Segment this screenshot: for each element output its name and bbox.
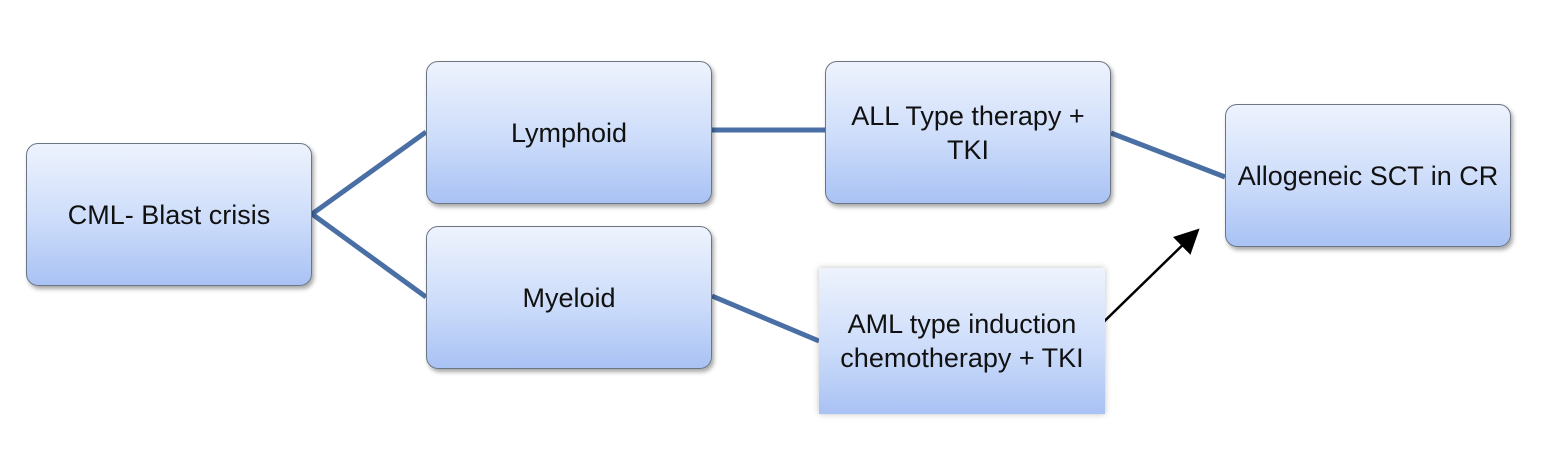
node-label: Allogeneic SCT in CR — [1237, 160, 1499, 191]
edge-cml-to-myeloid — [310, 211, 428, 300]
node-myeloid: Myeloid — [426, 226, 712, 369]
node-all-type-therapy: ALL Type therapy + TKI — [825, 61, 1111, 204]
edge-cml-to-lymphoid — [310, 129, 428, 217]
node-lymphoid: Lymphoid — [426, 61, 712, 204]
edge-myeloid-to-aml-therapy — [711, 293, 820, 344]
node-label: ALL Type therapy + TKI — [851, 100, 1085, 165]
node-label: CML- Blast crisis — [67, 199, 271, 230]
node-aml-induction-therapy: AML type induction chemotherapy + TKI — [819, 268, 1105, 414]
node-label: Lymphoid — [510, 117, 628, 148]
node-allogeneic-sct: Allogeneic SCT in CR — [1225, 104, 1511, 247]
edge-all-therapy-to-allo-sct — [1110, 130, 1226, 180]
node-cml-blast-crisis: CML- Blast crisis — [26, 143, 312, 286]
node-label: Myeloid — [522, 282, 616, 313]
node-label: AML type induction chemotherapy + TKI — [840, 309, 1084, 373]
